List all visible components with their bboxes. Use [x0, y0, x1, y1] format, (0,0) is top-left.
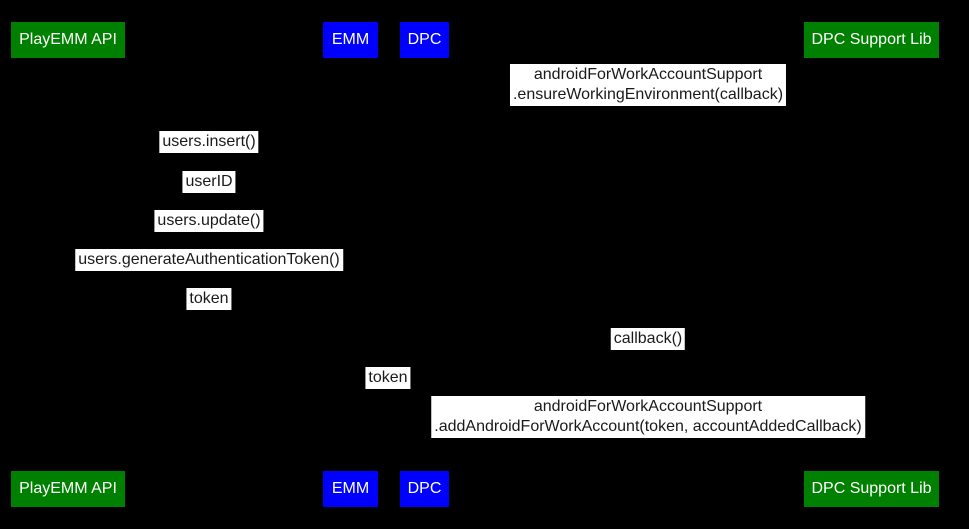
actor-dpc-support-lib-top: DPC Support Lib [804, 22, 939, 58]
actor-label: PlayEMM API [19, 480, 117, 497]
message-line: userID [185, 173, 233, 190]
actor-label: EMM [331, 480, 370, 497]
actor-label: DPC Support Lib [811, 31, 932, 48]
message-line: .ensureWorkingEnvironment(callback) [512, 86, 784, 103]
actor-label: EMM [331, 31, 370, 48]
actor-emm-bottom: EMM [323, 471, 378, 507]
message-line: token [368, 369, 408, 386]
message-add-android-for-work-account: androidForWorkAccountSupport .addAndroid… [431, 396, 865, 438]
actor-playemm-api-top: PlayEMM API [11, 22, 125, 58]
actor-dpc-top: DPC [400, 22, 449, 58]
message-line: .addAndroidForWorkAccount(token, account… [434, 418, 862, 435]
actor-label: DPC [407, 31, 442, 48]
message-users-insert: users.insert() [159, 131, 259, 153]
actor-label: PlayEMM API [19, 31, 117, 48]
actor-label: DPC [407, 480, 442, 497]
message-line: androidForWorkAccountSupport [533, 398, 763, 415]
actor-dpc-bottom: DPC [400, 471, 449, 507]
message-line: users.generateAuthenticationToken() [78, 251, 340, 268]
message-users-update: users.update() [154, 210, 264, 232]
actor-dpc-support-lib-bottom: DPC Support Lib [804, 471, 939, 507]
message-line: androidForWorkAccountSupport [533, 66, 763, 83]
message-userid: userID [182, 171, 236, 193]
message-callback: callback() [610, 328, 686, 350]
message-token-to-dpc: token [365, 367, 411, 389]
actor-emm-top: EMM [323, 22, 378, 58]
message-token-return: token [186, 288, 232, 310]
message-line: callback() [613, 330, 683, 347]
message-line: users.update() [157, 212, 261, 229]
actor-label: DPC Support Lib [811, 480, 932, 497]
message-line: users.insert() [162, 133, 256, 150]
message-line: token [189, 290, 229, 307]
message-generate-authentication-token: users.generateAuthenticationToken() [75, 249, 343, 271]
message-ensure-working-environment: androidForWorkAccountSupport .ensureWork… [509, 64, 787, 106]
actor-playemm-api-bottom: PlayEMM API [11, 471, 125, 507]
